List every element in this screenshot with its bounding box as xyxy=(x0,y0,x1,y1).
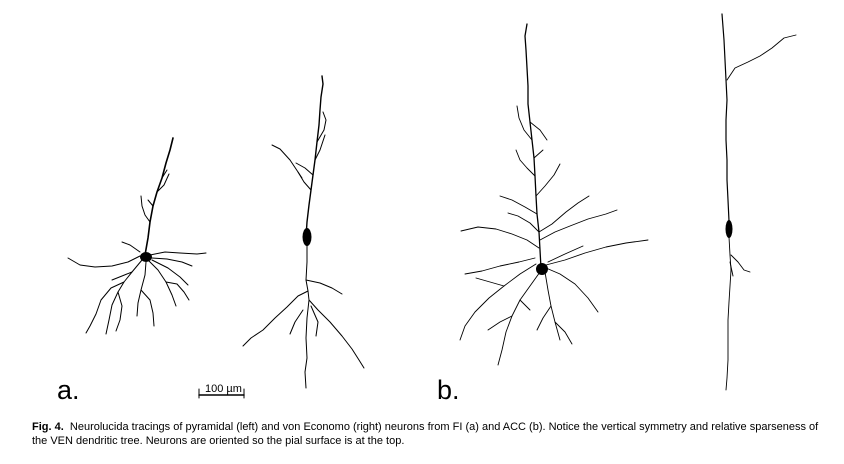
scale-bar xyxy=(198,388,245,399)
caption-text: Neurolucida tracings of pyramidal (left)… xyxy=(32,421,819,447)
scale-bar-label: 100 µm xyxy=(205,383,242,395)
von-economo-neuron-acc xyxy=(721,13,797,391)
von-economo-neuron-fi xyxy=(242,75,365,389)
pyramidal-neuron-acc xyxy=(459,23,649,366)
figure-number: Fig. 4. xyxy=(32,421,64,433)
neuron-tracings-figure xyxy=(67,13,797,399)
panel-label-a: a. xyxy=(57,375,80,405)
figure-caption: Fig. 4. Neurolucida tracings of pyramida… xyxy=(32,420,832,448)
pyramidal-neuron-fi xyxy=(67,137,207,335)
panel-label-b: b. xyxy=(437,375,460,405)
